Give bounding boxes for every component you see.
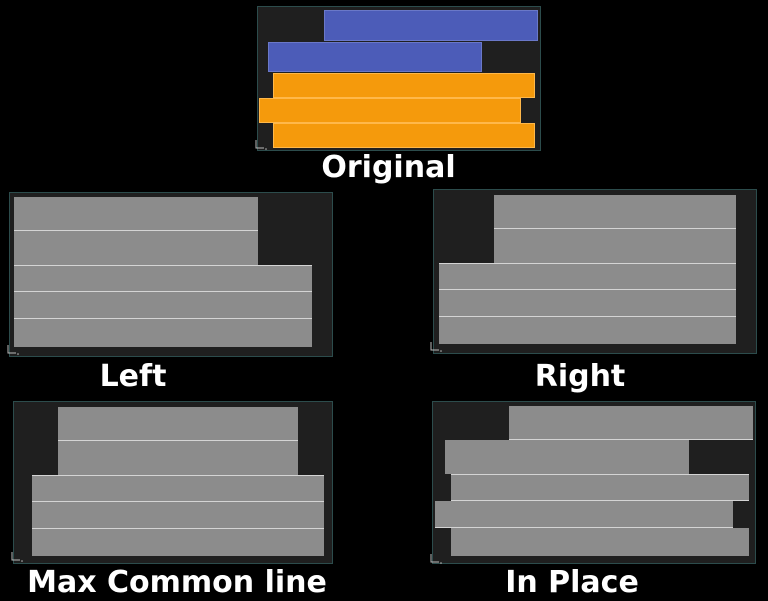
axis-icon bbox=[430, 342, 442, 352]
viewport-in-place bbox=[432, 401, 756, 564]
orange-block-2 bbox=[259, 98, 521, 123]
gray-block-1 bbox=[14, 197, 258, 231]
viewport-original bbox=[257, 6, 541, 151]
gray-block-2 bbox=[14, 231, 258, 265]
axis-icon bbox=[430, 554, 442, 564]
axis-icon bbox=[11, 552, 23, 562]
gray-block-3 bbox=[451, 474, 749, 501]
blue-block-1 bbox=[324, 10, 538, 41]
gray-block-1 bbox=[509, 406, 753, 440]
caption-right: Right bbox=[534, 359, 626, 394]
gray-block-4 bbox=[14, 292, 312, 319]
axis-icon bbox=[255, 140, 267, 150]
caption-original: Original bbox=[321, 150, 456, 185]
gray-block-5 bbox=[451, 528, 749, 556]
gray-block-5 bbox=[439, 317, 736, 344]
caption-in-place: In Place bbox=[505, 565, 639, 600]
orange-block-3 bbox=[273, 123, 535, 148]
gray-block-2 bbox=[58, 441, 298, 475]
gray-block-2 bbox=[445, 440, 689, 474]
gray-block-3 bbox=[14, 265, 312, 292]
caption-max-common: Max Common line bbox=[27, 565, 327, 600]
viewport-right bbox=[433, 189, 757, 354]
viewport-left bbox=[9, 192, 333, 357]
gray-block-4 bbox=[439, 290, 736, 317]
gray-block-2 bbox=[494, 229, 736, 263]
gray-block-1 bbox=[58, 407, 298, 441]
axis-icon bbox=[7, 345, 19, 355]
gray-block-4 bbox=[435, 501, 733, 528]
caption-left: Left bbox=[99, 359, 167, 394]
viewport-max-common bbox=[13, 401, 333, 564]
gray-block-3 bbox=[32, 475, 324, 502]
gray-block-3 bbox=[439, 263, 736, 290]
gray-block-5 bbox=[32, 529, 324, 556]
blue-block-2 bbox=[268, 42, 482, 72]
gray-block-1 bbox=[494, 195, 736, 229]
orange-block-1 bbox=[273, 73, 535, 98]
gray-block-5 bbox=[14, 319, 312, 347]
gray-block-4 bbox=[32, 502, 324, 529]
